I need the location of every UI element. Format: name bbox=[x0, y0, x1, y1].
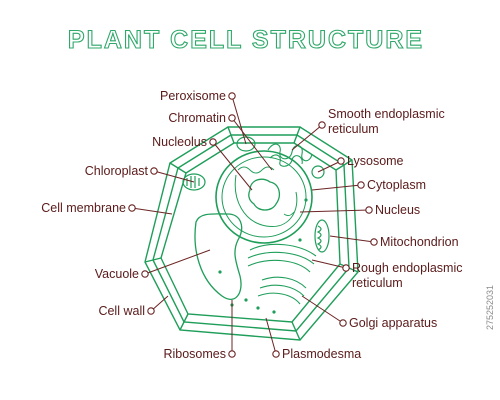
ribosomes-shape bbox=[218, 198, 308, 314]
label-smooth-er-line2: reticulum bbox=[328, 122, 379, 136]
chromatin-shape bbox=[237, 166, 295, 217]
label-cell-wall: Cell wall bbox=[98, 304, 145, 318]
label-vacuole: Vacuole bbox=[95, 267, 139, 281]
label-golgi: Golgi apparatus bbox=[349, 316, 437, 330]
label-smooth-er-line1: Smooth endoplasmic bbox=[328, 107, 445, 121]
label-rough-er-line1: Rough endoplasmic bbox=[352, 261, 463, 275]
label-rough-er-line2: reticulum bbox=[352, 276, 403, 290]
lysosome-shape bbox=[311, 165, 325, 179]
label-cytoplasm: Cytoplasm bbox=[367, 178, 426, 192]
leader-lines bbox=[131, 95, 375, 355]
leader-markers bbox=[128, 92, 378, 358]
label-chromatin: Chromatin bbox=[168, 111, 226, 125]
label-chloroplast: Chloroplast bbox=[85, 164, 149, 178]
mitochondrion-shape bbox=[314, 219, 330, 253]
label-ribosomes: Ribosomes bbox=[163, 347, 226, 361]
label-peroxisome: Peroxisome bbox=[160, 89, 226, 103]
golgi-shape bbox=[257, 276, 307, 305]
nucleus-shape bbox=[215, 150, 313, 244]
cell-wall-shape bbox=[144, 126, 359, 341]
label-cell-membrane: Cell membrane bbox=[41, 201, 126, 215]
label-lysosome: Lysosome bbox=[347, 154, 404, 168]
label-nucleolus: Nucleolus bbox=[152, 135, 207, 149]
smooth-er-shape bbox=[267, 143, 313, 167]
label-nucleus: Nucleus bbox=[375, 203, 420, 217]
label-plasmodesma: Plasmodesma bbox=[282, 347, 361, 361]
chloroplast-shape bbox=[182, 173, 206, 191]
nucleolus-shape bbox=[248, 178, 281, 211]
label-mitochondrion: Mitochondrion bbox=[380, 235, 459, 249]
side-mark: 275252031 bbox=[485, 285, 495, 330]
rough-er-shape bbox=[247, 243, 317, 273]
vacuole-shape bbox=[194, 213, 243, 300]
diagram-title: PLANT CELL STRUCTURE bbox=[68, 26, 424, 54]
